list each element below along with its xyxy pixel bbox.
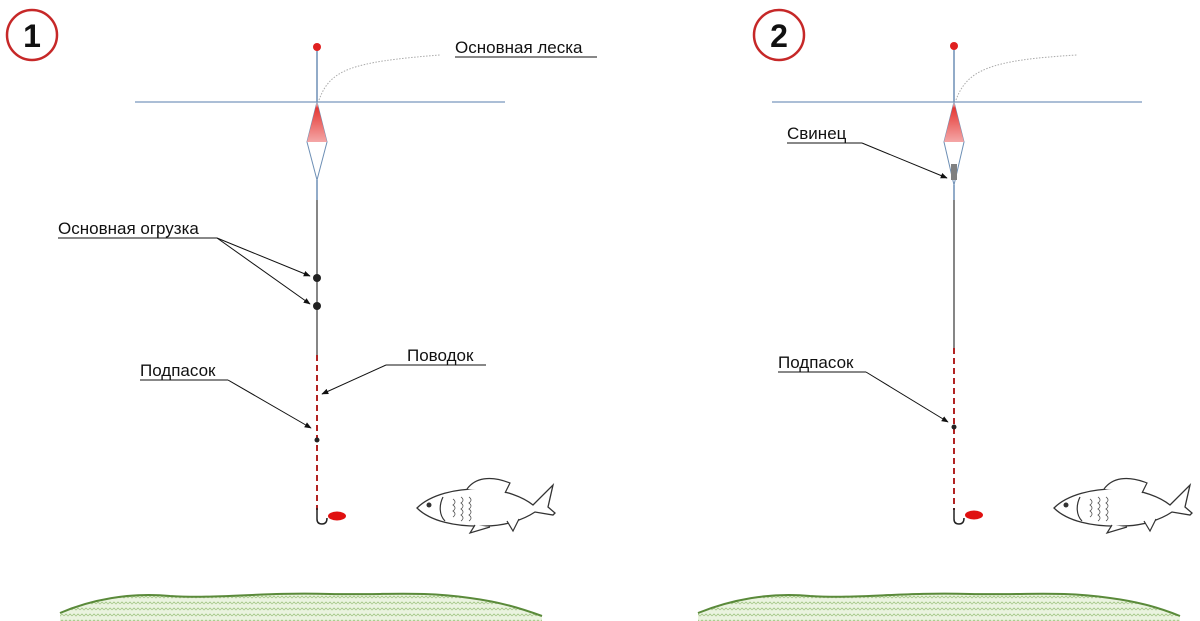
fish-icon: [1053, 477, 1193, 535]
bait: [965, 510, 983, 520]
badge-number: 2: [770, 18, 788, 54]
bait: [328, 511, 346, 521]
bottom-ground: [60, 593, 542, 621]
label-main-line-text: Основная леска: [455, 38, 583, 57]
rig-diagram-1: 1 Основная леска Осн: [5, 8, 597, 621]
float-tip: [313, 43, 321, 51]
label-leader-text: Поводок: [407, 346, 474, 365]
rig-diagram-2: 2 Свинец Подпасок: [697, 8, 1193, 621]
label-main-weight-text: Основная огрузка: [58, 219, 199, 238]
label-leader: Поводок: [321, 346, 486, 395]
hook: [316, 508, 328, 525]
float-body: [943, 101, 965, 200]
badge-number: 1: [23, 18, 41, 54]
hook: [953, 508, 965, 525]
bottom-outline: [697, 592, 1181, 617]
label-shot: Подпасок: [778, 353, 949, 423]
main-weight-shot: [313, 302, 321, 310]
label-lead: Свинец: [787, 124, 948, 179]
label-main-line: Основная леска: [455, 38, 597, 58]
bottom-outline: [59, 592, 543, 617]
label-shot-text: Подпасок: [778, 353, 854, 372]
float-body: [306, 101, 328, 200]
fish-icon: [416, 477, 556, 535]
number-badge-2: 2: [752, 8, 806, 62]
lead-weight: [951, 164, 957, 180]
label-lead-text: Свинец: [787, 124, 847, 143]
label-shot-text: Подпасок: [140, 361, 216, 380]
main-line-curve: [955, 54, 1078, 101]
shot-weight: [314, 437, 320, 443]
float-tip: [950, 42, 958, 50]
bottom-ground: [698, 593, 1180, 621]
shot-weight: [951, 424, 957, 430]
label-main-weight: Основная огрузка: [58, 219, 311, 305]
number-badge-1: 1: [5, 8, 59, 62]
label-shot: Подпасок: [140, 361, 312, 429]
main-line-curve: [318, 54, 441, 101]
main-weight-shot: [313, 274, 321, 282]
